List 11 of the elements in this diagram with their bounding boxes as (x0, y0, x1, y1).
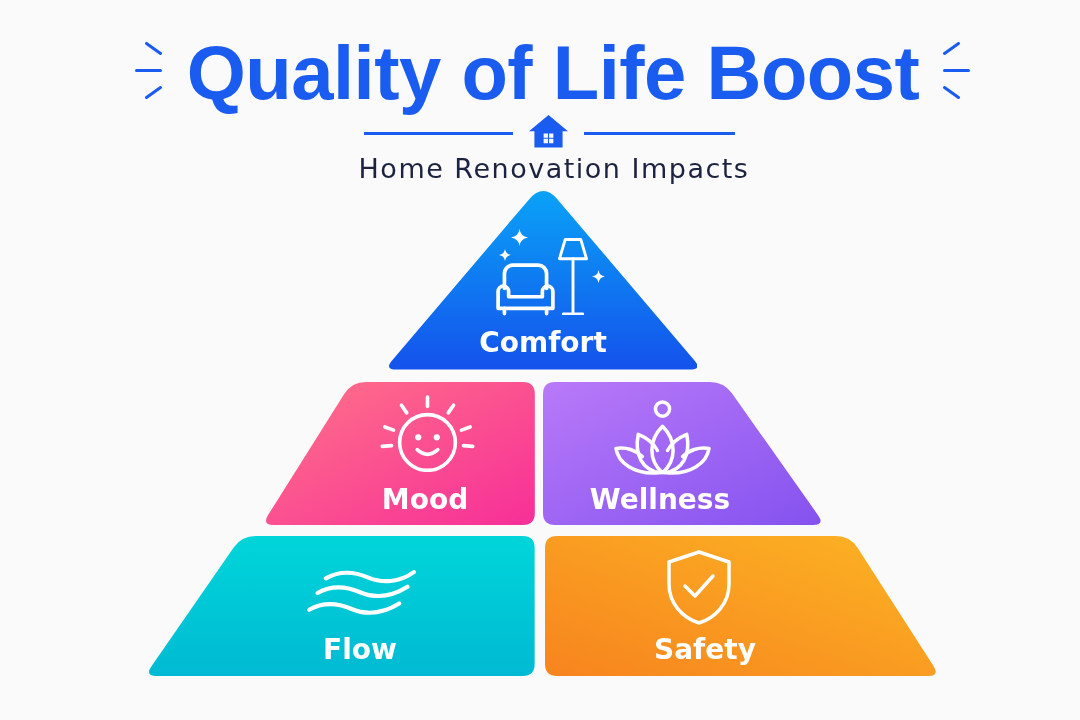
tier-label: Wellness (589, 486, 731, 514)
tier-label: Flow (323, 636, 397, 664)
pyramid-trapezoid (149, 536, 535, 676)
pyramid-trapezoid (545, 536, 936, 676)
tier-label: Mood (381, 486, 469, 514)
tier-label: Comfort (479, 329, 607, 357)
subtitle: Home Renovation Impacts (358, 155, 750, 182)
pyramid-trapezoid (543, 382, 821, 525)
tier-label: Safety (654, 636, 756, 664)
pyramid-trapezoid (266, 382, 535, 525)
pyramid-triangle (388, 191, 698, 370)
